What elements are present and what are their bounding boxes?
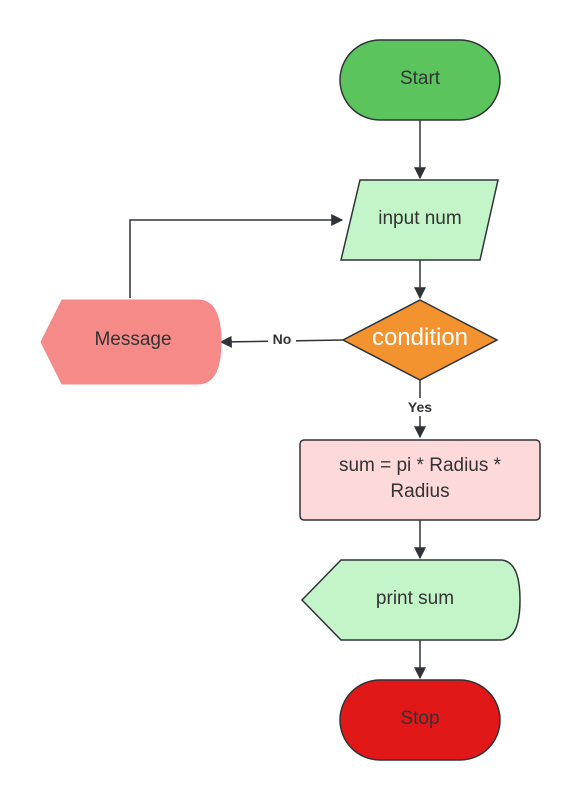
stop-label: Stop xyxy=(400,708,439,729)
message-shape xyxy=(40,299,222,385)
stop-shape xyxy=(339,679,501,761)
print-label: print sum xyxy=(376,588,454,609)
edge-label-no: No xyxy=(273,331,292,347)
node-process[interactable]: sum = pi * Radius * Radius xyxy=(299,439,541,521)
edge-message-to-input xyxy=(129,214,344,298)
start-shape xyxy=(339,39,501,121)
node-start[interactable]: Start xyxy=(339,39,501,121)
input-label: input num xyxy=(378,208,461,229)
node-message[interactable]: Message xyxy=(40,299,222,385)
condition-label: condition xyxy=(372,324,468,351)
start-label: Start xyxy=(400,68,441,89)
edge-label-yes: Yes xyxy=(408,399,432,415)
process-label-line1: sum = pi * Radius * xyxy=(339,455,502,476)
node-stop[interactable]: Stop xyxy=(339,679,501,761)
node-condition[interactable]: condition xyxy=(341,299,499,381)
node-input[interactable]: input num xyxy=(340,179,499,261)
node-print[interactable]: print sum xyxy=(300,559,521,641)
condition-shape xyxy=(341,299,499,381)
process-shape xyxy=(299,439,541,521)
print-shape xyxy=(300,559,521,641)
process-label-line2: Radius xyxy=(390,481,449,502)
message-label: Message xyxy=(94,329,171,350)
input-shape xyxy=(340,179,499,261)
